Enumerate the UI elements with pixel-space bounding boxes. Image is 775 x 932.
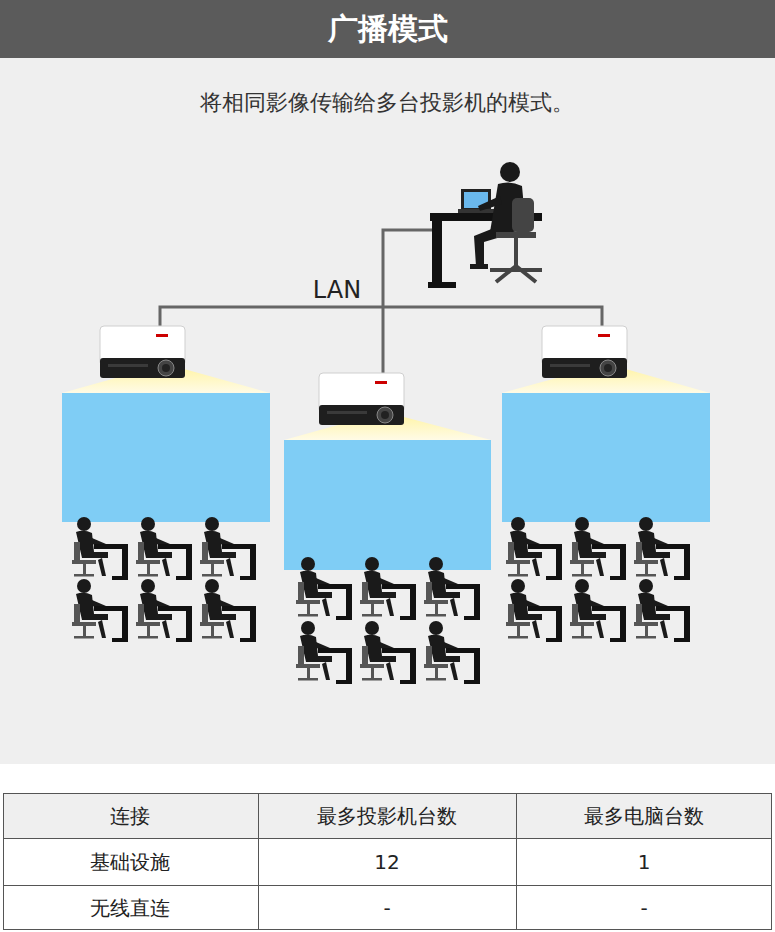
audience-seat [360,557,416,620]
table-cell: 无线直连 [90,896,170,920]
audience-seat [360,621,416,684]
table-cell: 12 [374,850,399,874]
audience-seat [296,557,352,620]
subtitle: 将相同影像传输给多台投影机的模式。 [200,90,574,116]
audience-seat [570,517,626,580]
audience-seat [200,579,256,642]
table-grid [3,793,772,930]
audience-seat [72,579,128,642]
audience-seat [72,517,128,580]
operator-desk [428,162,542,288]
lan-wire [160,230,602,374]
audience-seat [506,517,562,580]
audience-seat [296,621,352,684]
table-cell: 基础设施 [90,850,170,874]
projector [319,373,404,425]
projection-screen [502,393,710,522]
table-header: 最多投影机台数 [317,804,457,828]
table-cell: - [640,896,647,920]
projector [542,326,627,378]
table-header: 最多电脑台数 [584,804,704,828]
audience-seat [506,579,562,642]
projection-screen [62,393,270,522]
audience-seat [200,517,256,580]
audience-seat [634,579,690,642]
table-cell: 1 [638,850,651,874]
audience-seat [570,579,626,642]
audience [72,517,690,684]
audience-seat [136,579,192,642]
projector [100,326,185,378]
audience-seat [136,517,192,580]
audience-seat [634,517,690,580]
title-band [0,0,775,58]
table-cell: - [383,896,390,920]
audience-seat [424,621,480,684]
table-header: 连接 [110,804,150,828]
page-title: 广播模式 [0,8,775,50]
network-label: LAN [313,276,361,305]
panel-ground [0,58,775,764]
audience-seat [424,557,480,620]
projection-screen [284,440,491,570]
